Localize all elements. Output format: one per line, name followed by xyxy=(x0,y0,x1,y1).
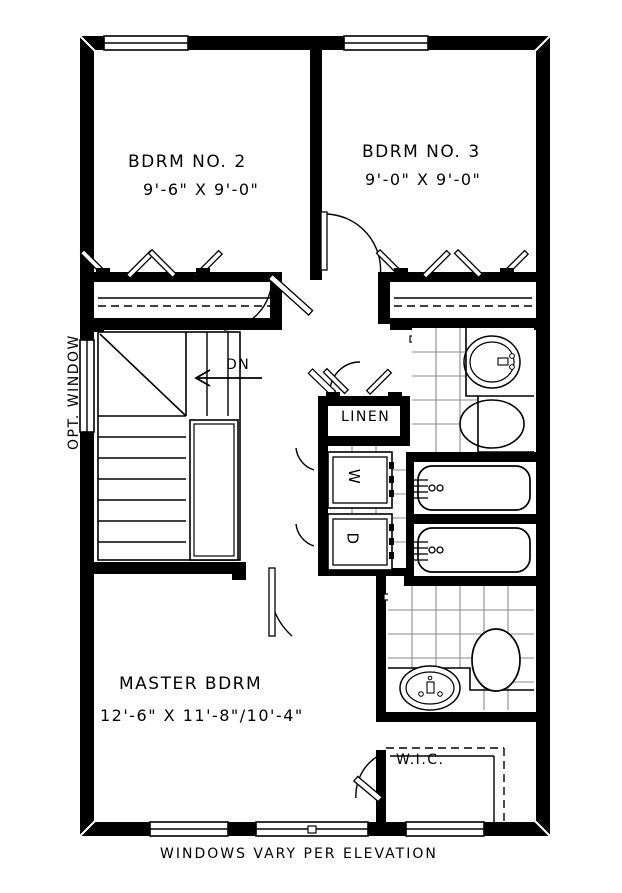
staircase xyxy=(97,331,262,561)
washer-unit xyxy=(327,451,394,509)
annotation-stair-dn: DN xyxy=(226,357,251,373)
room-label-master-dim: 12'-6" X 11'-8"/10'-4" xyxy=(100,706,304,725)
door-leaf-bdrm2 xyxy=(267,273,314,316)
vanity-sink-hall xyxy=(463,328,534,396)
room-label-bdrm3-dim: 9'-0" X 9'-0" xyxy=(365,170,482,189)
plan-caption: WINDOWS VARY PER ELEVATION xyxy=(160,846,438,862)
room-label-bdrm2-name: BDRM NO. 2 xyxy=(128,152,247,172)
hallbath-vanity-edge xyxy=(465,328,534,453)
closet-label-linen: LINEN xyxy=(341,409,391,425)
annotation-opt-window: OPT. WINDOW xyxy=(66,334,82,450)
interior-walls xyxy=(94,36,536,836)
dryer-unit xyxy=(327,513,394,571)
toilet-master xyxy=(471,628,521,692)
master-angled-wall xyxy=(232,562,246,580)
room-label-bdrm3-name: BDRM NO. 3 xyxy=(362,142,481,162)
vanity-sink-master xyxy=(388,665,534,712)
door-leaf-master xyxy=(268,567,276,637)
door-leaf-bdrm3 xyxy=(320,211,328,271)
closet-label-wic: W.I.C. xyxy=(396,752,445,768)
appliance-label-dryer: D xyxy=(343,532,362,546)
room-label-master-name: MASTER BDRM xyxy=(119,674,263,694)
wall-corner-nicks xyxy=(79,35,551,837)
dn-arrow-head xyxy=(194,369,211,387)
closet-door-jambs xyxy=(96,268,514,402)
bathtub-upper xyxy=(414,462,534,514)
door-leaf-wic xyxy=(352,775,384,803)
bathtub-lower xyxy=(414,524,534,576)
appliance-label-washer: W xyxy=(345,468,364,486)
room-label-bdrm2-dim: 9'-6" X 9'-0" xyxy=(143,180,260,199)
toilet-hall xyxy=(459,396,534,452)
window-openings xyxy=(79,35,485,837)
closet-shelf-lines xyxy=(98,297,532,824)
